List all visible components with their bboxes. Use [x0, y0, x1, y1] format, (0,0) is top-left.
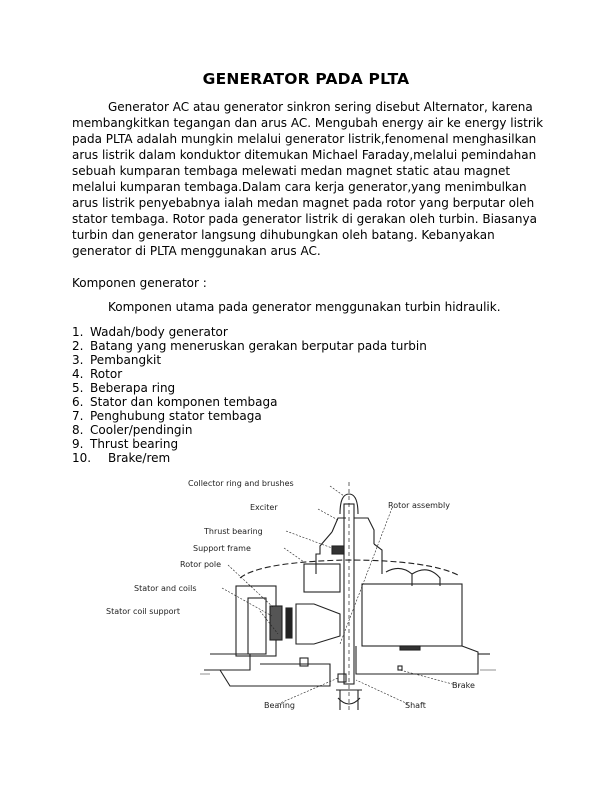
label-rotor-pole: Rotor pole	[180, 560, 221, 569]
list-item: 3. Pembangkit	[72, 353, 427, 367]
list-text: Rotor	[90, 367, 123, 381]
list-item: 8. Cooler/pendingin	[72, 423, 427, 437]
list-text: Pembangkit	[90, 353, 162, 367]
list-item: 1. Wadah/body generator	[72, 325, 427, 339]
list-text: Penghubung stator tembaga	[90, 409, 262, 423]
list-text: Stator dan komponen tembaga	[90, 395, 278, 409]
page-title: GENERATOR PADA PLTA	[202, 70, 410, 88]
list-item: 7. Penghubung stator tembaga	[72, 409, 427, 423]
list-number: 3.	[72, 353, 84, 367]
label-shaft: Shaft	[405, 701, 426, 710]
list-number: 5.	[72, 381, 84, 395]
list-text: Thrust bearing	[90, 437, 179, 451]
label-rotor-assembly: Rotor assembly	[388, 501, 450, 510]
list-item: 5. Beberapa ring	[72, 381, 427, 395]
list-number: 9.	[72, 437, 84, 451]
label-exciter: Exciter	[250, 503, 278, 512]
list-text: Cooler/pendingin	[90, 423, 193, 437]
list-item: 6. Stator dan komponen tembaga	[72, 395, 427, 409]
list-number: 6.	[72, 395, 84, 409]
generator-diagram: Collector ring and brushes Exciter Rotor…	[106, 479, 496, 710]
list-number: 7.	[72, 409, 84, 423]
list-number: 10.	[72, 451, 92, 465]
section-label: Komponen generator :	[72, 276, 207, 290]
list-item: 2. Batang yang meneruskan gerakan berputa…	[72, 339, 427, 353]
list-number: 4.	[72, 367, 84, 381]
components-intro-paragraph: Komponen utama pada generator menggunaka…	[108, 300, 501, 314]
label-support-frame: Support frame	[193, 544, 251, 553]
intro-paragraph: Generator AC atau generator sinkron seri…	[72, 100, 544, 258]
label-collector-ring: Collector ring and brushes	[188, 479, 294, 488]
list-text: Batang yang meneruskan gerakan berputar …	[90, 339, 427, 353]
list-number: 8.	[72, 423, 84, 437]
label-stator-coil-support: Stator coil support	[106, 607, 180, 616]
label-bearing: Bearing	[264, 701, 295, 710]
list-item: 9. Thrust bearing	[72, 437, 427, 451]
list-number: 1.	[72, 325, 84, 339]
list-text: Wadah/body generator	[90, 325, 228, 339]
list-number: 2.	[72, 339, 84, 353]
label-stator-coils: Stator and coils	[134, 584, 196, 593]
label-brake: Brake	[452, 681, 475, 690]
label-thrust-bearing: Thrust bearing	[203, 527, 263, 536]
list-item: 10. Brake/rem	[72, 451, 427, 465]
list-item: 4. Rotor	[72, 367, 427, 381]
components-list: 1. Wadah/body generator 2. Batang yang men…	[72, 325, 427, 465]
list-text: Beberapa ring	[90, 381, 176, 395]
list-text: Brake/rem	[108, 451, 171, 465]
